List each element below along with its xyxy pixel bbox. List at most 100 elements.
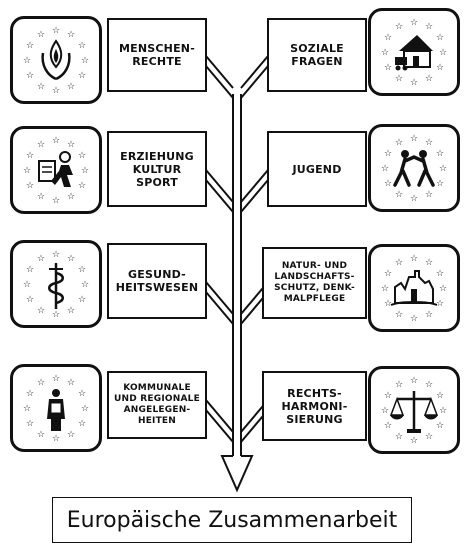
svg-text:☆: ☆	[67, 430, 75, 440]
label-line: NATUR- UND	[281, 261, 348, 271]
svg-text:☆: ☆	[384, 63, 392, 73]
branch-left-1b	[205, 65, 234, 99]
staff-of-asclepius-icon: ☆☆☆ ☆☆☆ ☆☆☆ ☆☆☆	[23, 250, 89, 320]
label-soziale-fragen: SOZIALE FRAGEN	[267, 18, 367, 92]
label-line: RECHTS-	[287, 386, 342, 400]
label-menschenrechte: MENSCHEN- RECHTE	[107, 18, 207, 92]
label-line: FRAGEN	[291, 55, 343, 68]
svg-text:☆: ☆	[395, 258, 403, 268]
label-line: UND REGIONALE	[114, 394, 200, 404]
dancing-youth-icon: ☆☆☆ ☆☆☆ ☆☆☆ ☆☆☆	[381, 134, 447, 204]
svg-text:☆: ☆	[23, 166, 31, 176]
castle-landscape-icon: ☆☆☆ ☆☆☆ ☆☆☆ ☆☆☆	[381, 254, 447, 324]
svg-text:☆: ☆	[436, 63, 444, 73]
label-erziehung: ERZIEHUNG KULTUR SPORT	[107, 131, 207, 207]
sports-culture-icon: ☆☆☆ ☆☆☆ ☆☆☆ ☆☆☆	[23, 136, 89, 206]
svg-text:☆: ☆	[23, 56, 31, 66]
municipal-icon-box: ☆☆☆ ☆☆☆ ☆☆☆ ☆☆☆	[10, 364, 102, 452]
svg-text:☆: ☆	[78, 389, 86, 399]
flame-in-wreath-icon: ☆☆☆ ☆☆☆ ☆☆☆ ☆☆☆	[23, 26, 89, 96]
svg-text:☆: ☆	[52, 434, 60, 444]
svg-text:☆: ☆	[52, 196, 60, 206]
svg-text:☆: ☆	[395, 74, 403, 84]
svg-text:☆: ☆	[395, 432, 403, 442]
label-gesundheitswesen: GESUND- HEITSWESEN	[107, 243, 207, 319]
label-line: ERZIEHUNG	[120, 149, 194, 163]
european-cooperation-title: Europäische Zusammenarbeit	[66, 507, 398, 533]
svg-text:☆: ☆	[37, 82, 45, 92]
arrow-head	[220, 455, 254, 493]
branch-right-2b	[240, 179, 269, 213]
svg-text:☆: ☆	[410, 194, 418, 204]
svg-text:☆: ☆	[425, 22, 433, 32]
svg-text:☆: ☆	[52, 86, 60, 96]
svg-text:☆: ☆	[67, 378, 75, 388]
human-rights-icon-box: ☆☆☆ ☆☆☆ ☆☆☆ ☆☆☆	[10, 16, 102, 104]
label-line: ANGELEGEN-	[123, 405, 191, 415]
svg-text:☆: ☆	[67, 30, 75, 40]
svg-text:☆: ☆	[78, 181, 86, 191]
svg-text:☆: ☆	[23, 404, 31, 414]
svg-text:☆: ☆	[37, 378, 45, 388]
label-line: LANDSCHAFTS-	[274, 272, 355, 282]
health-icon-box: ☆☆☆ ☆☆☆ ☆☆☆ ☆☆☆	[10, 240, 102, 328]
svg-text:☆: ☆	[52, 26, 60, 36]
label-line: MALPFLEGE	[283, 294, 346, 304]
social-questions-icon-box: ☆☆☆ ☆☆☆ ☆☆☆ ☆☆☆	[368, 8, 460, 96]
svg-text:☆: ☆	[436, 269, 444, 279]
branch-left-3a	[205, 281, 234, 315]
branch-right-1a	[240, 55, 269, 89]
nature-protection-icon-box: ☆☆☆ ☆☆☆ ☆☆☆ ☆☆☆	[368, 244, 460, 332]
label-line: HEITEN	[137, 416, 177, 426]
svg-text:☆: ☆	[52, 136, 60, 146]
svg-text:☆: ☆	[410, 314, 418, 324]
label-line: MENSCHEN-	[119, 42, 195, 55]
svg-text:☆: ☆	[81, 56, 89, 66]
svg-text:☆: ☆	[384, 149, 392, 159]
svg-text:☆: ☆	[436, 149, 444, 159]
svg-text:☆: ☆	[26, 265, 34, 275]
svg-text:☆: ☆	[395, 310, 403, 320]
svg-text:☆: ☆	[26, 151, 34, 161]
svg-text:☆: ☆	[78, 265, 86, 275]
svg-text:☆: ☆	[384, 269, 392, 279]
label-line: KULTUR	[132, 162, 182, 176]
svg-text:☆: ☆	[78, 295, 86, 305]
svg-text:☆: ☆	[425, 432, 433, 442]
education-icon-box: ☆☆☆ ☆☆☆ ☆☆☆ ☆☆☆	[10, 126, 102, 214]
svg-text:☆: ☆	[37, 140, 45, 150]
svg-text:☆: ☆	[395, 22, 403, 32]
svg-text:☆: ☆	[381, 164, 389, 174]
svg-text:☆: ☆	[384, 179, 392, 189]
label-line: RECHTE	[132, 55, 182, 68]
svg-text:☆: ☆	[425, 138, 433, 148]
label-line: SPORT	[136, 175, 178, 189]
label-line: GESUND-	[128, 268, 186, 281]
svg-text:☆: ☆	[23, 280, 31, 290]
branch-left-2b	[205, 179, 234, 213]
svg-text:☆: ☆	[384, 391, 392, 401]
branch-right-1b	[240, 65, 269, 99]
svg-text:☆: ☆	[425, 258, 433, 268]
svg-text:☆: ☆	[52, 250, 60, 260]
legal-harmonization-icon-box: ☆☆☆ ☆☆☆ ☆☆☆ ☆☆☆	[368, 366, 460, 454]
label-jugend: JUGEND	[267, 131, 367, 207]
svg-text:☆: ☆	[81, 404, 89, 414]
svg-text:☆: ☆	[67, 306, 75, 316]
european-cooperation-box: Europäische Zusammenarbeit	[52, 497, 412, 543]
svg-text:☆: ☆	[78, 41, 86, 51]
house-with-carriage-icon: ☆☆☆ ☆☆☆ ☆☆☆ ☆☆☆	[381, 18, 447, 88]
svg-text:☆: ☆	[395, 190, 403, 200]
svg-text:☆: ☆	[425, 74, 433, 84]
svg-text:☆: ☆	[384, 299, 392, 309]
scales-of-justice-icon: ☆☆☆ ☆☆☆ ☆☆☆ ☆☆☆	[381, 376, 447, 446]
svg-text:☆: ☆	[67, 192, 75, 202]
label-line: SOZIALE	[290, 42, 344, 55]
svg-text:☆: ☆	[37, 192, 45, 202]
svg-text:☆: ☆	[425, 190, 433, 200]
svg-text:☆: ☆	[439, 48, 447, 58]
branch-right-2a	[240, 169, 269, 203]
svg-text:☆: ☆	[81, 280, 89, 290]
label-line: HEITSWESEN	[115, 281, 199, 294]
